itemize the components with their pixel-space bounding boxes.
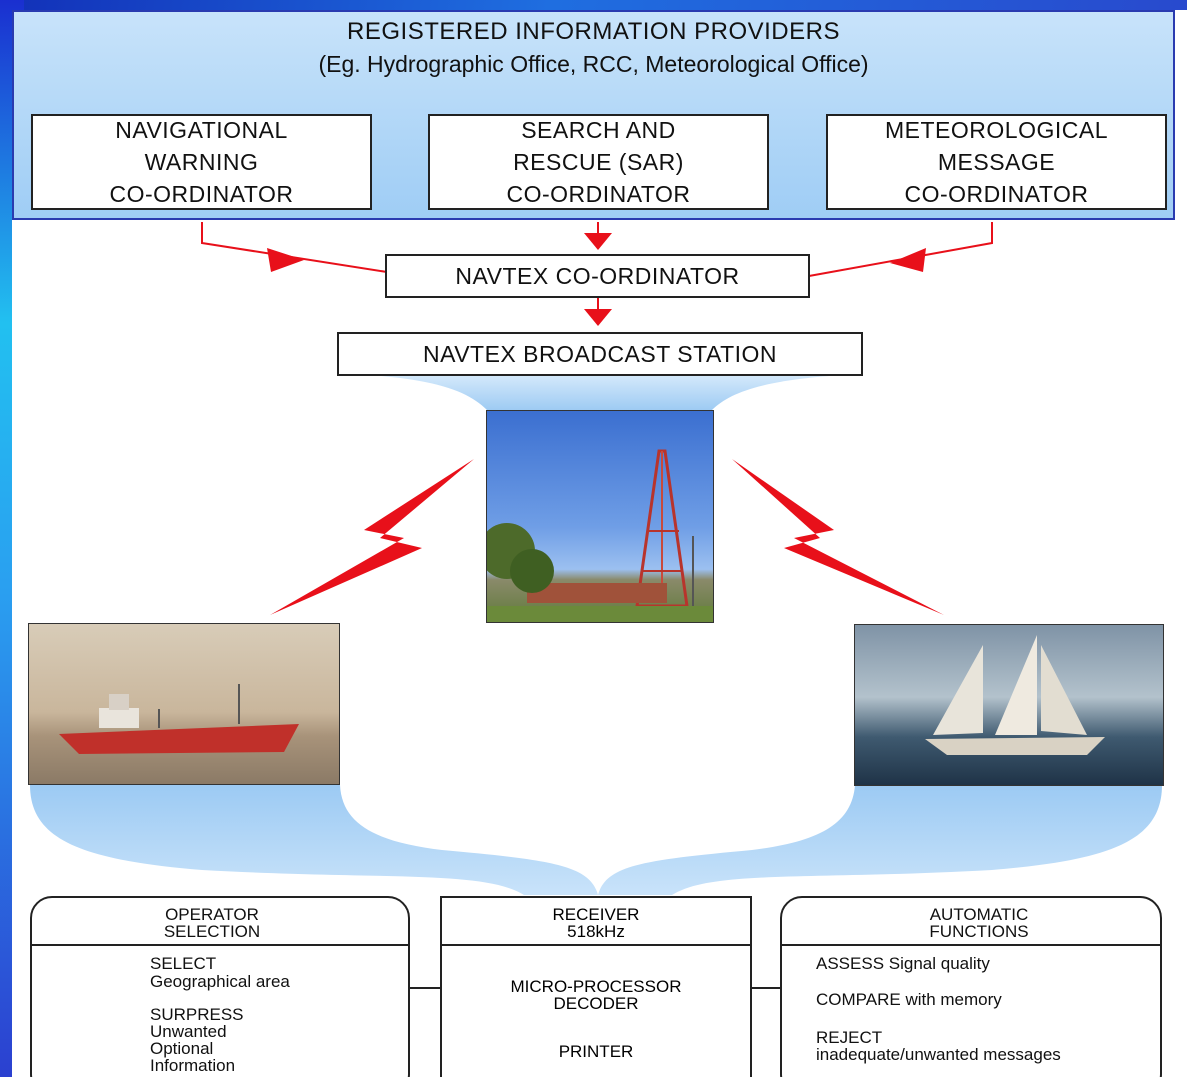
operator-selection-header: OPERATOR SELECTION	[163, 905, 261, 941]
lightning-bolt-right	[732, 459, 944, 615]
diagram-connectors	[30, 222, 1162, 989]
operator-header-divider	[32, 944, 408, 946]
meteorological-coordinator-box: METEOROLOGICAL MESSAGE CO-ORDINATOR	[826, 114, 1167, 210]
tower-illustration	[487, 449, 713, 622]
surpress-title: SURPRESS	[150, 1005, 244, 1024]
assess-item: ASSESS Signal quality	[816, 954, 990, 974]
arrow-right-head	[890, 248, 926, 272]
arrow-left-head	[267, 248, 304, 272]
operator-selection-panel: OPERATOR SELECTION SELECT Geographical a…	[30, 896, 410, 1077]
automatic-functions-header: AUTOMATIC FUNCTIONS	[929, 905, 1029, 941]
navtex-broadcast-station-box: NAVTEX BROADCAST STATION	[337, 332, 863, 376]
printer-label: PRINTER	[558, 1042, 634, 1061]
sar-coordinator-box: SEARCH AND RESCUE (SAR) CO-ORDINATOR	[428, 114, 769, 210]
automatic-functions-panel: AUTOMATIC FUNCTIONS ASSESS Signal qualit…	[780, 896, 1162, 1077]
providers-title: REGISTERED INFORMATION PROVIDERS	[347, 18, 840, 45]
navigational-warning-coordinator-box: NAVIGATIONAL WARNING CO-ORDINATOR	[31, 114, 372, 210]
cargo-ship-photo	[28, 623, 340, 785]
receiver-panel: RECEIVER 518kHz MICRO-PROCESSOR DECODER …	[440, 896, 752, 1077]
receiver-header: RECEIVER 518kHz	[552, 905, 640, 941]
compare-detail: with memory	[905, 990, 1002, 1009]
providers-subtitle: (Eg. Hydrographic Office, RCC, Meteorolo…	[318, 51, 869, 77]
navtex-coordinator-box: NAVTEX CO-ORDINATOR	[385, 254, 810, 298]
reject-title: REJECT	[816, 1028, 883, 1047]
assess-title: ASSESS	[816, 954, 885, 973]
assess-detail: Signal quality	[888, 954, 990, 973]
compare-item: COMPARE with memory	[816, 990, 1002, 1010]
surpress-detail: Unwanted Optional Information	[150, 1022, 236, 1075]
arrow-sar-head	[584, 233, 612, 250]
receiver-funnel	[30, 785, 1162, 895]
receiver-header-divider	[442, 944, 750, 946]
radio-tower-photo	[486, 410, 714, 623]
automatic-header-divider	[782, 944, 1160, 946]
reject-detail: inadequate/unwanted messages	[816, 1045, 1061, 1064]
select-title: SELECT	[150, 954, 217, 973]
decoder-label: MICRO-PROCESSOR DECODER	[510, 977, 682, 1013]
compare-title: COMPARE	[816, 990, 901, 1009]
select-detail: Geographical area	[150, 972, 290, 991]
arrow-navtex-head	[584, 309, 612, 326]
sailboat-illustration	[925, 635, 1105, 755]
broadcast-funnel	[352, 374, 862, 410]
lightning-bolt-left	[270, 459, 474, 615]
diagram-canvas: REGISTERED INFORMATION PROVIDERS (Eg. Hy…	[12, 10, 1187, 1077]
ship-illustration	[59, 684, 299, 754]
sailboat-photo	[854, 624, 1164, 786]
